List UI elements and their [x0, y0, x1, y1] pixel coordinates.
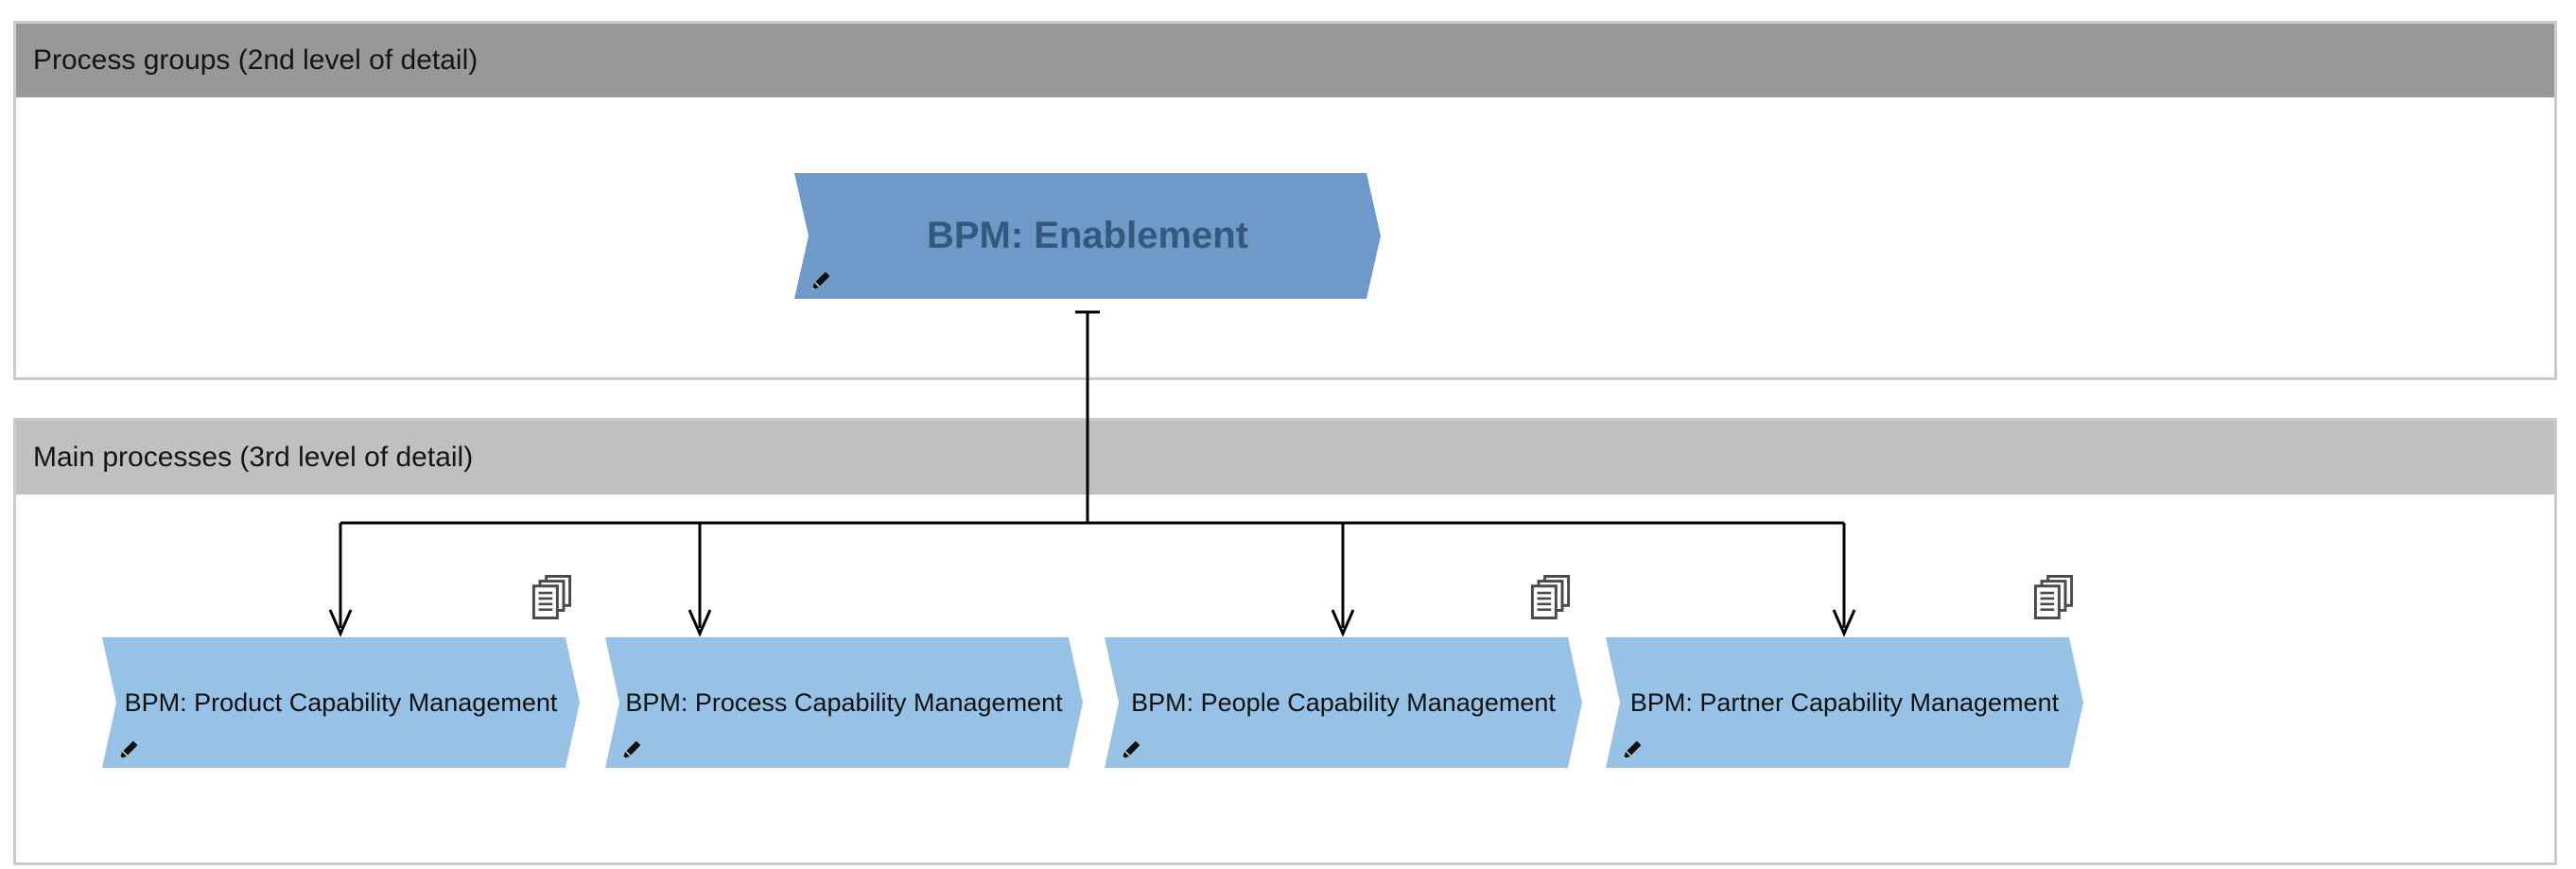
- process-label: BPM: People Capability Management: [1131, 687, 1556, 717]
- lane-process-groups: Process groups (2nd level of detail): [13, 21, 2557, 380]
- process-shape-bpm-enablement[interactable]: BPM: Enablement: [794, 173, 1381, 299]
- process-label: BPM: Process Capability Management: [625, 687, 1063, 717]
- pencil-edit-icon[interactable]: [620, 738, 644, 761]
- process-label: BPM: Partner Capability Management: [1629, 687, 2060, 717]
- lane-process-groups-title: Process groups (2nd level of detail): [33, 44, 479, 76]
- pencil-edit-icon[interactable]: [1120, 738, 1143, 761]
- process-shape-people-capability[interactable]: BPM: People Capability Management: [1105, 637, 1582, 768]
- documents-icon[interactable]: [2031, 573, 2076, 621]
- documents-icon[interactable]: [530, 573, 574, 621]
- pencil-edit-icon[interactable]: [117, 738, 141, 761]
- process-shape-process-capability[interactable]: BPM: Process Capability Management: [605, 637, 1083, 768]
- pencil-edit-icon[interactable]: [809, 269, 833, 292]
- pencil-edit-icon[interactable]: [1621, 738, 1645, 761]
- process-shape-product-capability[interactable]: BPM: Product Capability Management: [102, 637, 580, 768]
- lane-process-groups-header: Process groups (2nd level of detail): [16, 24, 2554, 97]
- process-shape-partner-capability[interactable]: BPM: Partner Capability Management: [1606, 637, 2083, 768]
- process-label: BPM: Product Capability Management: [124, 687, 558, 717]
- lane-main-processes-title: Main processes (3rd level of detail): [33, 442, 474, 473]
- process-label: BPM: Enablement: [926, 215, 1249, 256]
- documents-icon[interactable]: [1528, 573, 1573, 621]
- lane-main-processes-header: Main processes (3rd level of detail): [16, 421, 2554, 495]
